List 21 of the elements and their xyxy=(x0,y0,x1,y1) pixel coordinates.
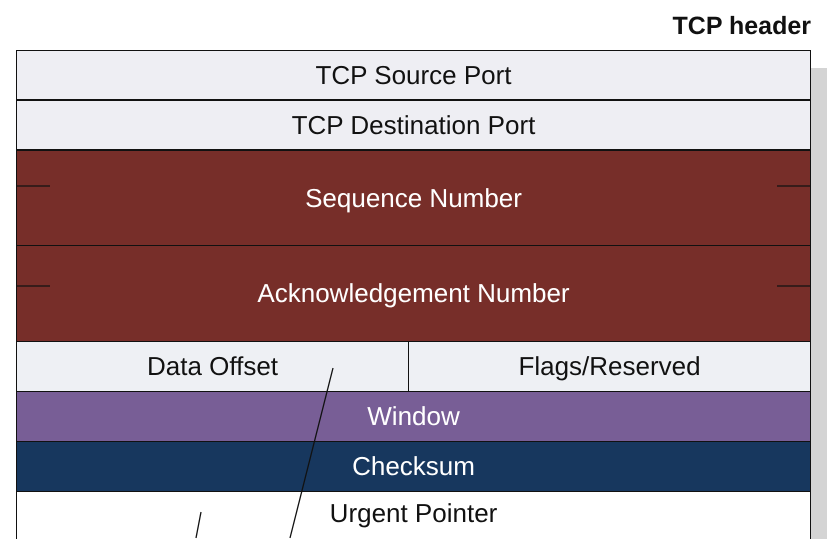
header-field xyxy=(16,100,811,150)
header-field xyxy=(16,491,811,539)
header-field xyxy=(16,150,811,246)
field-label: Checksum xyxy=(352,451,475,482)
field-label: TCP Destination Port xyxy=(292,110,536,140)
header-field xyxy=(16,341,409,392)
header-field xyxy=(16,245,811,342)
header-field xyxy=(16,391,811,442)
field-label: Acknowledgement Number xyxy=(257,278,570,309)
leader-line xyxy=(195,512,202,538)
field-label: TCP Source Port xyxy=(315,60,512,90)
header-field xyxy=(16,441,811,492)
header-field xyxy=(16,50,811,100)
field-label: Data Offset xyxy=(146,351,278,382)
diagram-title: TCP header xyxy=(672,12,811,41)
field-label: Window xyxy=(367,401,460,432)
leader-line xyxy=(289,368,334,538)
field-label: Flags/Reserved xyxy=(518,351,701,382)
header-field xyxy=(408,341,811,392)
field-label: Sequence Number xyxy=(305,182,522,214)
field-label: Urgent Pointer xyxy=(330,498,498,529)
